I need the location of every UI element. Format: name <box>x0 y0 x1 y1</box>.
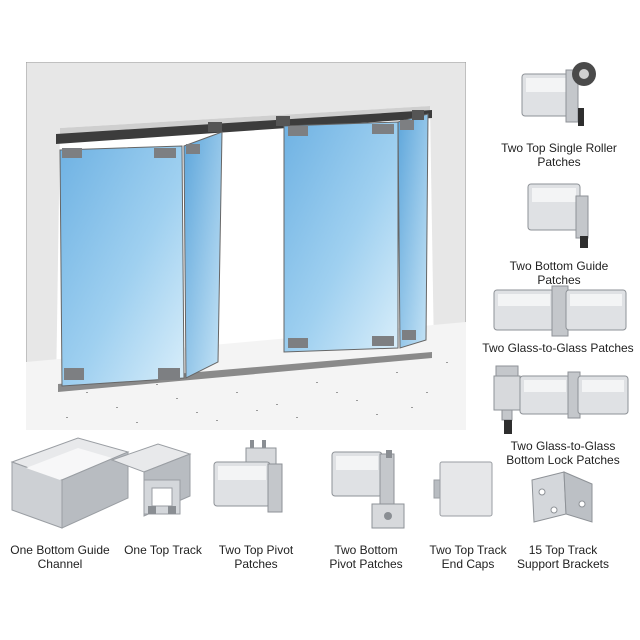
label-line: Two Top Single Roller <box>501 141 617 155</box>
top-track-icon <box>108 440 194 532</box>
label-line: Channel <box>37 557 83 571</box>
component-label: 15 Top Track Support Brackets <box>508 543 618 571</box>
label-line: Bottom Lock Patches <box>506 453 620 467</box>
component-label: Two Top Track End Caps <box>418 543 518 571</box>
component-label: One Top Track <box>118 543 208 557</box>
label-line: Two Glass-to-Glass Patches <box>482 341 634 355</box>
label-line: Patches <box>537 155 581 169</box>
label-line: Two Bottom <box>334 543 398 557</box>
component-label: Two Top Pivot Patches <box>212 543 300 571</box>
label-line: 15 Top Track <box>528 543 598 557</box>
component-label: Two Glass-to-Glass Bottom Lock Patches <box>486 439 640 467</box>
component-label: Two Bottom Guide Patches <box>486 259 632 287</box>
end-cap-icon <box>432 458 496 520</box>
bottom-guide-channel-icon <box>8 432 132 532</box>
bottom-guide-patch-icon <box>522 176 606 256</box>
label-line: Patches <box>234 557 278 571</box>
label-line: Support Brackets <box>516 557 610 571</box>
component-label: One Bottom Guide Channel <box>4 543 116 571</box>
glass-to-glass-patch-icon <box>490 282 630 340</box>
folding-door-illustration <box>26 62 466 430</box>
label-line: Pivot Patches <box>329 557 403 571</box>
bottom-pivot-patch-icon <box>328 446 412 536</box>
top-pivot-patch-icon <box>210 436 294 520</box>
label-line: Patches <box>537 273 581 287</box>
label-line: Two Top Pivot <box>218 543 294 557</box>
label-line: End Caps <box>441 557 495 571</box>
support-bracket-icon <box>526 470 598 530</box>
label-line: One Top Track <box>124 543 202 557</box>
component-label: Two Glass-to-Glass Patches <box>476 341 640 355</box>
component-label: Two Bottom Pivot Patches <box>318 543 414 571</box>
label-line: One Bottom Guide <box>10 543 110 557</box>
label-line: Two Glass-to-Glass <box>510 439 616 453</box>
roller-patch-icon <box>516 52 600 132</box>
label-line: Two Bottom Guide <box>509 259 609 273</box>
label-line: Two Top Track <box>429 543 507 557</box>
bottom-lock-patch-icon <box>486 362 630 438</box>
component-label: Two Top Single Roller Patches <box>486 141 632 169</box>
